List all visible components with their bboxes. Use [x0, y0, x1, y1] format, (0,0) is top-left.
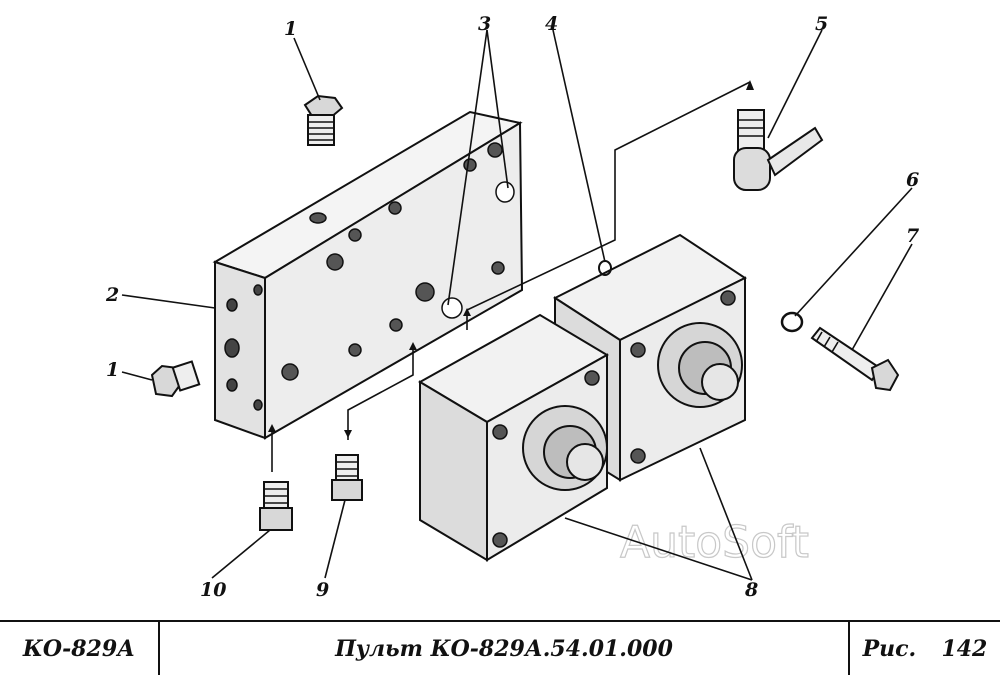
model-code: КО-829А [22, 635, 136, 662]
title-cell: Пульт КО-829А.54.01.000 [160, 622, 850, 675]
exploded-assembly-drawing: AutoSoft [105, 13, 919, 601]
callout-3: 3 [478, 13, 491, 35]
callout-10: 10 [200, 579, 226, 601]
part-2-plate [212, 110, 524, 440]
callout-9: 9 [316, 579, 329, 601]
part-9-nipple [331, 454, 363, 501]
callout-2: 2 [105, 284, 119, 306]
part-1-plug-top [303, 94, 344, 146]
figure-label: Рис. [862, 635, 917, 662]
part-1-plug-side [150, 360, 201, 398]
figure-number: 142 [941, 635, 988, 662]
callout-1-side: 1 [106, 359, 119, 381]
callout-6: 6 [906, 169, 919, 191]
callout-1-top: 1 [284, 18, 297, 40]
callout-4: 4 [545, 13, 558, 35]
part-6-spring-washer [780, 311, 804, 333]
part-7-bolt [810, 326, 900, 392]
callout-7: 7 [906, 225, 919, 247]
part-10-nipple [259, 481, 293, 531]
part-5-elbow-fitting [733, 109, 824, 191]
callout-8: 8 [744, 579, 758, 601]
model-cell: КО-829А [0, 622, 160, 675]
callout-5: 5 [815, 13, 828, 35]
watermark-text: AutoSoft [620, 517, 809, 568]
assembly-title: Пульт КО-829А.54.01.000 [335, 635, 673, 662]
title-block: КО-829А Пульт КО-829А.54.01.000 Рис. 142 [0, 620, 1000, 675]
figure-cell: Рис. 142 [850, 622, 1000, 675]
leader-lines [121, 29, 913, 581]
assembly-flow-lines [268, 80, 754, 472]
part-8-valve-block-front [418, 313, 609, 562]
